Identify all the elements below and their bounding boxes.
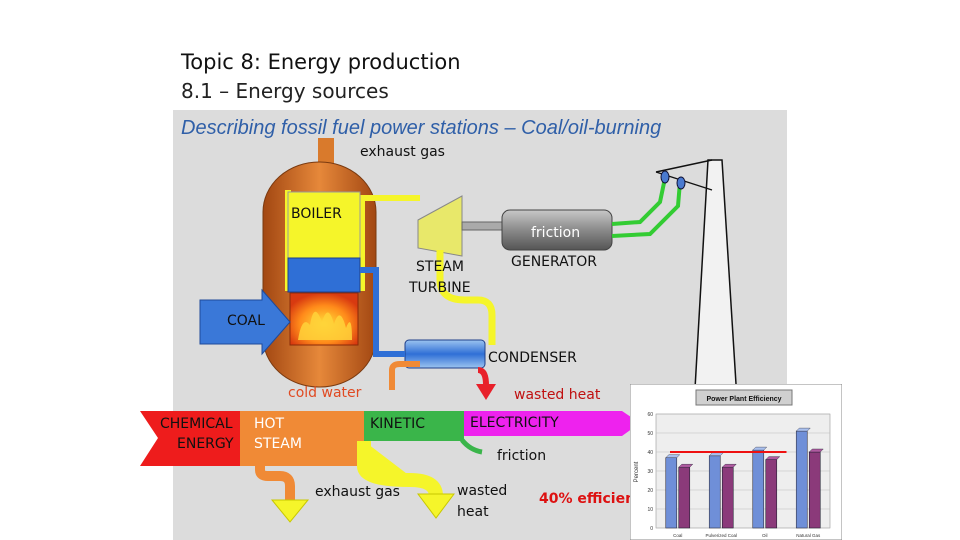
turbine-outlet-pipe [436, 250, 496, 345]
chart-ytick-label: 50 [647, 431, 653, 437]
coal-label: COAL [227, 313, 265, 329]
hot-steam-label-2: STEAM [254, 436, 302, 452]
exhaust-gas-label-bottom: exhaust gas [315, 484, 400, 500]
insulator-icon [660, 170, 670, 184]
wasted-heat-arrow [476, 384, 496, 400]
chart-bar-top [721, 463, 737, 468]
efficiency-label: 40% efficient [539, 491, 642, 507]
chemical-energy-block [140, 411, 240, 466]
wasted-label-2: heat [457, 504, 489, 520]
slide-title: Topic 8: Energy production [181, 50, 461, 74]
power-line-1 [611, 177, 667, 226]
wasted-heat-line [477, 367, 489, 386]
chart-title: Power Plant Efficiency [706, 396, 781, 403]
boiler-steam-space [287, 191, 361, 259]
wasted-heat-flow [357, 441, 443, 497]
chart-ylabel: Percent [634, 461, 640, 482]
chemical-label-2: ENERGY [177, 436, 234, 452]
cold-water-pipe [389, 361, 420, 390]
friction-loss-flow [460, 438, 483, 455]
exhaust-loss-flow [255, 466, 295, 500]
chart-bar-top [678, 463, 694, 468]
chart-category-label: Pulverized Coal [705, 533, 737, 538]
power-line-2 [611, 181, 682, 238]
chart-ytick-label: 30 [647, 469, 653, 475]
chart-bar-top [808, 448, 824, 453]
friction-label-bottom: friction [497, 448, 547, 464]
flame-icon [298, 311, 352, 340]
boiler-flue [318, 138, 334, 168]
chart-bar [795, 430, 808, 529]
kinetic-label: KINETIC [370, 416, 426, 432]
chart-category-label: Coal [673, 533, 682, 538]
chart-ytick-label: 40 [647, 450, 653, 456]
slide-subtitle: 8.1 – Energy sources [181, 79, 389, 103]
chart-bar-top [795, 427, 811, 432]
steam-turbine-label-1: STEAM [416, 259, 464, 275]
chart-ytick-label: 20 [647, 488, 653, 494]
wasted-label-1: wasted [457, 483, 508, 499]
exhaust-loss-arrow [270, 499, 310, 523]
tower-arm [655, 159, 713, 173]
feedwater-pipe [360, 267, 405, 357]
generator [501, 209, 613, 251]
chart-ytick-label: 10 [647, 507, 653, 513]
chart-ytick-label: 0 [650, 526, 653, 532]
boiler-label: BOILER [291, 206, 342, 222]
hot-steam-block [240, 411, 364, 466]
boiler-water [287, 257, 361, 293]
chart-bar [752, 449, 765, 529]
diagram-heading: Describing fossil fuel power stations – … [181, 117, 662, 139]
generator-label: GENERATOR [511, 254, 597, 270]
chart-title-box [695, 389, 793, 406]
steam-turbine [417, 195, 463, 257]
chart-category-label: Oil [762, 533, 768, 538]
exhaust-gas-label: exhaust gas [360, 144, 445, 160]
efficiency-chart: Power Plant Efficiency Percent 0 10 20 30 40… [630, 384, 842, 540]
electricity-label: ELECTRICITY [470, 415, 559, 431]
chart-bar [708, 455, 721, 529]
electricity-block [464, 411, 640, 436]
chart-bar-top [665, 454, 681, 458]
steam-turbine-label-2: TURBINE [409, 280, 471, 296]
hot-steam-label-1: HOT [254, 416, 285, 432]
chart-bar [665, 457, 678, 529]
wasted-heat-label-top: wasted heat [514, 387, 601, 403]
chemical-label-1: CHEMICAL [160, 416, 233, 432]
condenser-label: CONDENSER [488, 350, 577, 366]
chart-bar [808, 451, 821, 529]
chart-bar-top [765, 456, 781, 460]
kinetic-block [364, 411, 464, 441]
chart-ytick-label: 60 [647, 412, 653, 418]
coal-arrow [199, 288, 291, 356]
cold-water-label: cold water [288, 385, 362, 401]
wasted-heat-loss-arrow [417, 493, 455, 519]
chart-bar-top [752, 446, 768, 451]
chart-bar [678, 466, 691, 529]
chart-bar [721, 466, 734, 529]
chart-category-label: Natural Gas [796, 533, 821, 538]
chart-bar [765, 459, 778, 529]
friction-label-top: friction [531, 225, 581, 241]
insulator-icon [676, 176, 686, 190]
